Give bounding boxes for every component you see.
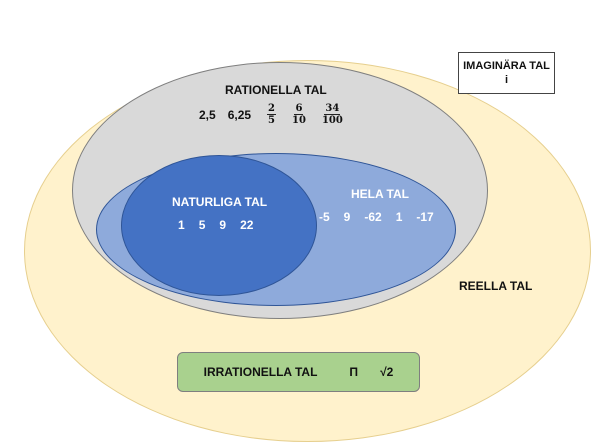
- pi-symbol: Π: [349, 365, 359, 379]
- decimal-number: 2,5: [199, 107, 216, 122]
- rationella-tal-label: RATIONELLA TAL: [225, 83, 327, 97]
- imaginary-unit: i: [504, 74, 509, 86]
- sqrt2-symbol: √2: [380, 365, 394, 379]
- irrationella-tal-label: IRRATIONELLA TAL: [203, 365, 318, 379]
- imaginara-tal-box: IMAGINÄRA TAL i: [458, 52, 555, 94]
- decimal-number: 6,25: [227, 107, 252, 122]
- naturliga-tal-set: [121, 155, 317, 296]
- naturliga-tal-label: NATURLIGA TAL: [172, 195, 268, 209]
- irrationella-tal-box: IRRATIONELLA TAL Π √2: [177, 352, 420, 392]
- reella-tal-label: REELLA TAL: [459, 279, 533, 293]
- hela-tal-label: HELA TAL: [351, 187, 409, 201]
- imaginara-tal-label: IMAGINÄRA TAL: [463, 60, 550, 72]
